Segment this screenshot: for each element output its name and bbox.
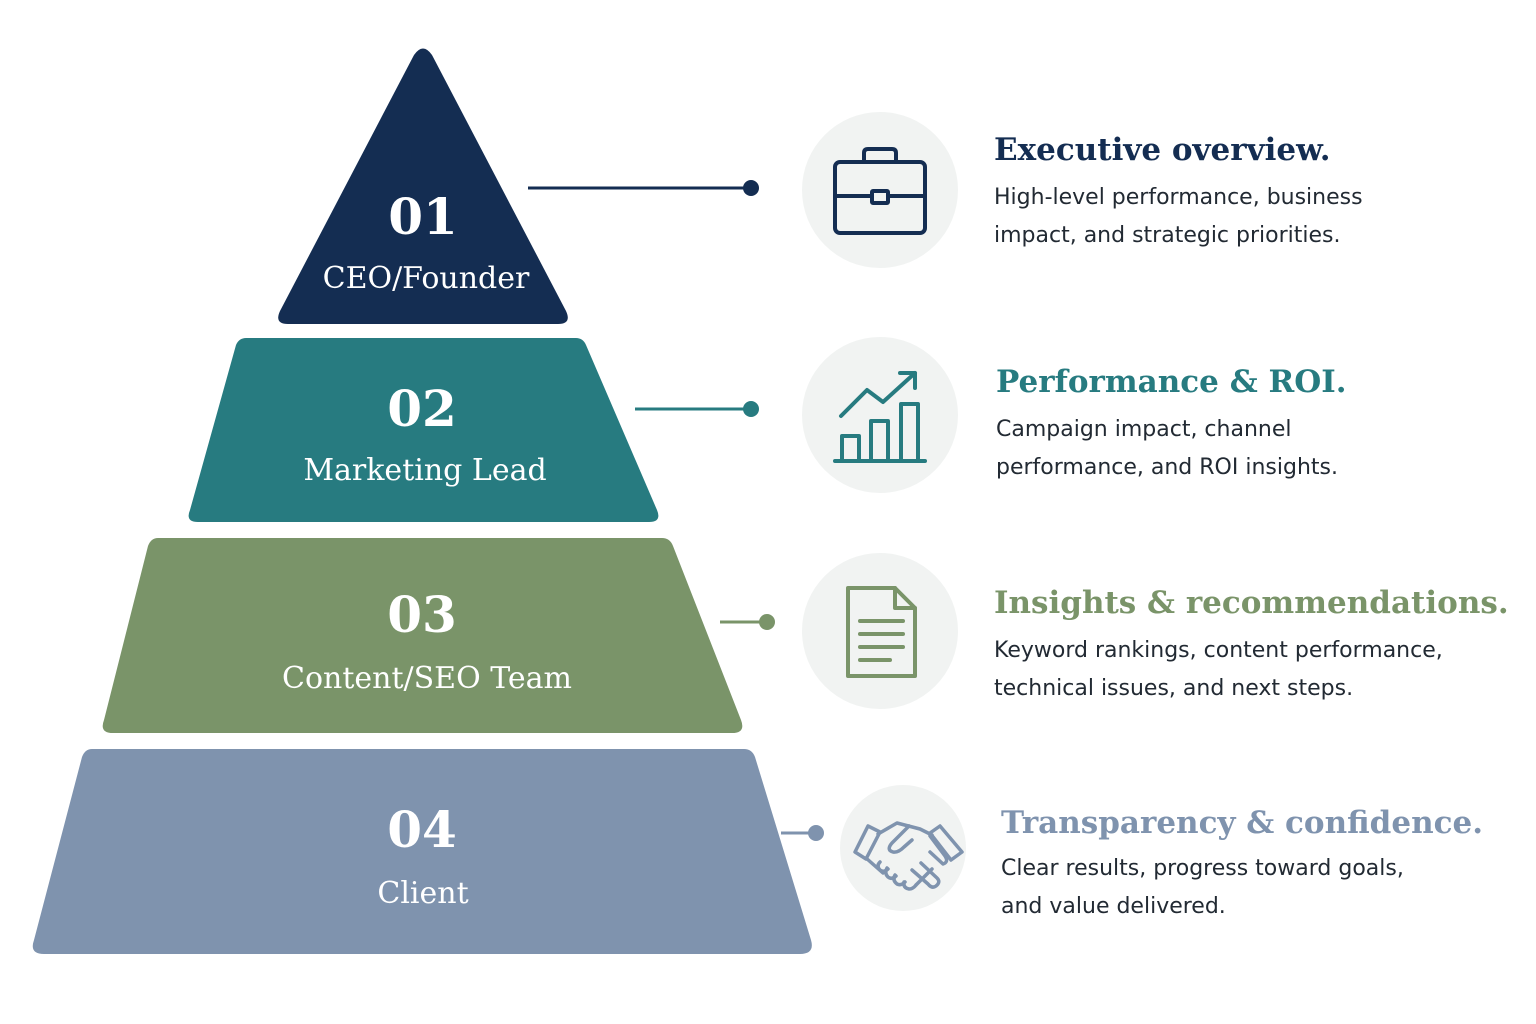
tier-4-role: Client <box>377 876 468 911</box>
tier-3-shape <box>102 538 743 733</box>
connector-3 <box>720 614 775 630</box>
pyramid-tier-4: 04 Client <box>32 749 812 954</box>
heading-1: Executive overview. <box>994 132 1331 168</box>
connector-2 <box>635 401 759 417</box>
description-4-line-1: Clear results, progress toward goals, <box>1001 856 1404 881</box>
connector-1 <box>528 180 759 196</box>
description-1-line-2: impact, and strategic priorities. <box>994 223 1341 248</box>
description-block-4: Transparency & confidence. Clear results… <box>1001 805 1483 919</box>
growth-chart-icon <box>802 337 958 493</box>
description-4-line-2: and value delivered. <box>1001 894 1226 919</box>
connectors <box>528 180 824 841</box>
description-2-line-1: Campaign impact, channel <box>996 417 1292 442</box>
description-1-line-1: High-level performance, business <box>994 185 1363 210</box>
briefcase-icon <box>802 112 958 268</box>
tier-1-role: CEO/Founder <box>323 261 530 296</box>
tier-2-shape <box>188 338 659 522</box>
heading-3: Insights & recommendations. <box>994 585 1509 621</box>
pyramid-tier-2: 02 Marketing Lead <box>188 338 659 522</box>
description-block-1: Executive overview. High-level performan… <box>994 132 1363 248</box>
description-2-line-2: performance, and ROI insights. <box>996 455 1338 480</box>
tier-2-number: 02 <box>387 379 457 438</box>
description-3-line-2: technical issues, and next steps. <box>994 676 1353 701</box>
tier-1-number: 01 <box>388 187 458 246</box>
description-block-2: Performance & ROI. Campaign impact, chan… <box>996 364 1347 480</box>
heading-2: Performance & ROI. <box>996 364 1347 400</box>
tier-4-shape <box>32 749 812 954</box>
tier-1-shape <box>278 48 568 324</box>
description-3-line-1: Keyword rankings, content performance, <box>994 638 1443 663</box>
pyramid: 01 CEO/Founder 02 Marketing Lead 03 Cont… <box>32 48 812 954</box>
handshake-icon <box>840 785 966 911</box>
pyramid-tier-1: 01 CEO/Founder <box>278 48 568 324</box>
heading-4: Transparency & confidence. <box>1001 805 1483 841</box>
tier-4-number: 04 <box>387 800 457 859</box>
connector-4 <box>781 825 824 841</box>
description-block-3: Insights & recommendations. Keyword rank… <box>994 585 1509 701</box>
tier-3-number: 03 <box>387 585 457 644</box>
descriptions: Executive overview. High-level performan… <box>994 132 1509 919</box>
pyramid-tier-3: 03 Content/SEO Team <box>102 538 743 733</box>
tier-3-role: Content/SEO Team <box>282 661 572 696</box>
document-icon <box>802 553 958 709</box>
tier-2-role: Marketing Lead <box>303 453 546 488</box>
icons <box>802 112 966 911</box>
